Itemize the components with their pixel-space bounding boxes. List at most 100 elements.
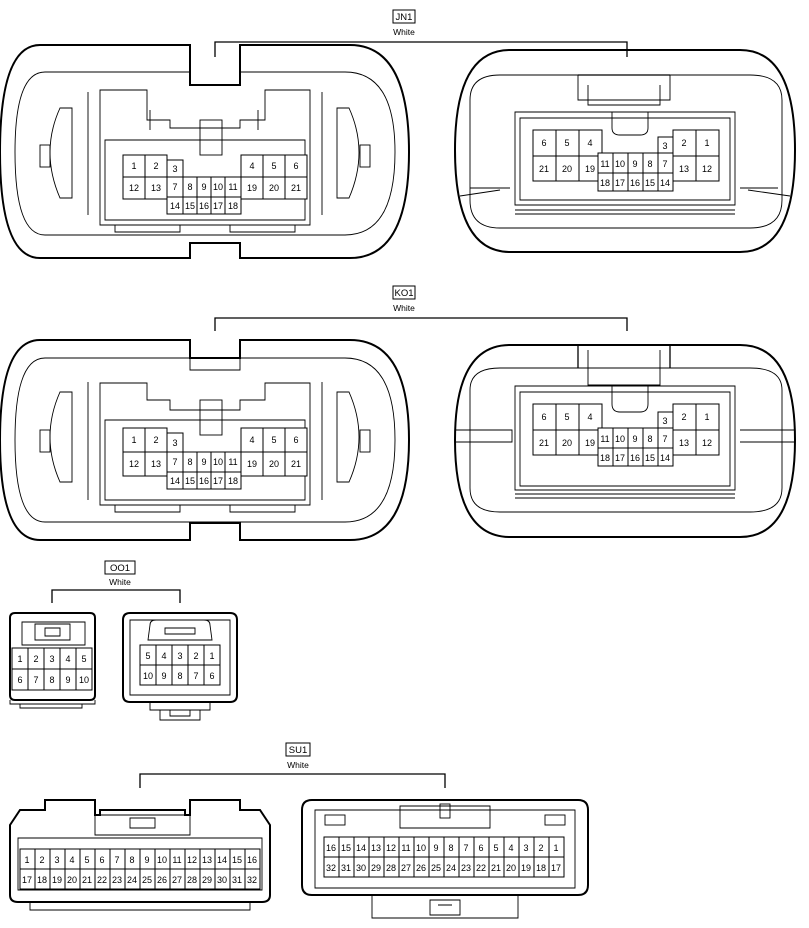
svg-text:6: 6 — [99, 855, 104, 865]
svg-text:20: 20 — [562, 164, 572, 174]
svg-text:5: 5 — [271, 435, 276, 445]
connector-id-label: KO1 — [394, 288, 413, 299]
connector-ko1: KO1 White 1 2 3 12 13 7 8 9 10 — [0, 285, 797, 541]
svg-text:15: 15 — [645, 178, 655, 188]
pin-grid: 1 2 3 12 13 7 8 9 10 11 14 15 16 17 18 4… — [122, 427, 308, 490]
svg-text:6: 6 — [209, 671, 214, 681]
svg-text:17: 17 — [22, 875, 32, 885]
svg-text:3: 3 — [172, 438, 177, 448]
connector-id-box — [104, 560, 136, 575]
connector-id-box — [285, 742, 311, 757]
svg-text:8: 8 — [448, 843, 453, 853]
svg-text:1: 1 — [131, 161, 136, 171]
svg-text:5: 5 — [564, 138, 569, 148]
svg-text:5: 5 — [145, 651, 150, 661]
svg-text:21: 21 — [539, 438, 549, 448]
svg-text:10: 10 — [615, 434, 625, 444]
connector-jn1: JN1 White 1 2 3 12 13 7 8 9 — [0, 9, 797, 259]
svg-text:11: 11 — [172, 855, 181, 865]
svg-text:31: 31 — [232, 875, 242, 885]
svg-text:6: 6 — [17, 675, 22, 685]
svg-text:3: 3 — [523, 843, 528, 853]
svg-text:20: 20 — [269, 183, 279, 193]
svg-text:16: 16 — [630, 453, 640, 463]
svg-text:2: 2 — [39, 855, 44, 865]
svg-text:19: 19 — [247, 459, 257, 469]
svg-text:22: 22 — [476, 863, 486, 873]
svg-text:4: 4 — [69, 855, 74, 865]
svg-text:13: 13 — [202, 855, 212, 865]
svg-text:12: 12 — [702, 164, 712, 174]
svg-text:11: 11 — [228, 182, 237, 192]
svg-text:9: 9 — [632, 159, 637, 169]
svg-text:13: 13 — [679, 164, 689, 174]
svg-text:9: 9 — [65, 675, 70, 685]
svg-text:3: 3 — [662, 141, 667, 151]
svg-text:25: 25 — [431, 863, 441, 873]
svg-text:19: 19 — [52, 875, 62, 885]
svg-text:21: 21 — [491, 863, 501, 873]
svg-text:1: 1 — [704, 412, 709, 422]
svg-text:27: 27 — [172, 875, 182, 885]
svg-text:1: 1 — [131, 435, 136, 445]
svg-text:9: 9 — [201, 182, 206, 192]
svg-text:10: 10 — [79, 675, 89, 685]
svg-text:32: 32 — [247, 875, 257, 885]
connector-id-label: JN1 — [396, 12, 413, 23]
svg-text:21: 21 — [539, 164, 549, 174]
svg-text:32: 32 — [326, 863, 336, 873]
svg-text:2: 2 — [681, 138, 686, 148]
svg-text:10: 10 — [213, 457, 223, 467]
svg-text:4: 4 — [587, 138, 592, 148]
svg-text:2: 2 — [153, 161, 158, 171]
svg-text:6: 6 — [541, 412, 546, 422]
terminal-side-view: 1 2 3 12 13 7 8 9 10 11 14 15 16 17 18 4… — [0, 339, 411, 541]
svg-text:12: 12 — [386, 843, 396, 853]
connector-id-label: SU1 — [289, 745, 307, 756]
svg-text:26: 26 — [416, 863, 426, 873]
svg-text:10: 10 — [416, 843, 426, 853]
svg-text:18: 18 — [536, 863, 546, 873]
svg-text:19: 19 — [247, 183, 257, 193]
svg-text:15: 15 — [232, 855, 242, 865]
svg-text:21: 21 — [82, 875, 92, 885]
svg-text:8: 8 — [129, 855, 134, 865]
svg-text:6: 6 — [478, 843, 483, 853]
svg-text:14: 14 — [170, 476, 180, 486]
svg-text:28: 28 — [187, 875, 197, 885]
connector-id-label: OO1 — [110, 563, 130, 574]
svg-text:5: 5 — [81, 654, 86, 664]
svg-text:30: 30 — [356, 863, 366, 873]
svg-text:12: 12 — [129, 183, 139, 193]
svg-text:11: 11 — [600, 434, 609, 444]
svg-text:16: 16 — [199, 201, 209, 211]
svg-text:11: 11 — [228, 457, 237, 467]
pin-grid: 6 5 4 21 20 19 11 10 9 8 7 18 17 16 15 1… — [532, 129, 720, 192]
svg-text:13: 13 — [151, 183, 161, 193]
svg-text:24: 24 — [127, 875, 137, 885]
svg-text:7: 7 — [193, 671, 198, 681]
svg-text:21: 21 — [291, 183, 301, 193]
housing-side-view: 6 5 4 21 20 19 11 10 9 8 7 18 17 16 15 1… — [453, 344, 797, 538]
svg-text:9: 9 — [632, 434, 637, 444]
svg-text:27: 27 — [401, 863, 411, 873]
connector-color-label: White — [393, 27, 415, 37]
svg-text:9: 9 — [161, 671, 166, 681]
svg-text:17: 17 — [551, 863, 561, 873]
svg-text:14: 14 — [217, 855, 227, 865]
svg-text:16: 16 — [326, 843, 336, 853]
svg-text:16: 16 — [630, 178, 640, 188]
connector-color-label: White — [393, 303, 415, 313]
housing-side-view: 16 15 14 13 12 11 10 9 8 7 6 5 4 3 2 1 3… — [301, 799, 589, 919]
svg-text:7: 7 — [33, 675, 38, 685]
svg-text:4: 4 — [249, 435, 254, 445]
svg-text:15: 15 — [185, 476, 195, 486]
svg-text:18: 18 — [228, 476, 238, 486]
connector-color-label: White — [287, 760, 309, 770]
svg-text:7: 7 — [172, 182, 177, 192]
svg-text:25: 25 — [142, 875, 152, 885]
svg-text:17: 17 — [615, 453, 625, 463]
svg-text:20: 20 — [506, 863, 516, 873]
svg-text:3: 3 — [177, 651, 182, 661]
